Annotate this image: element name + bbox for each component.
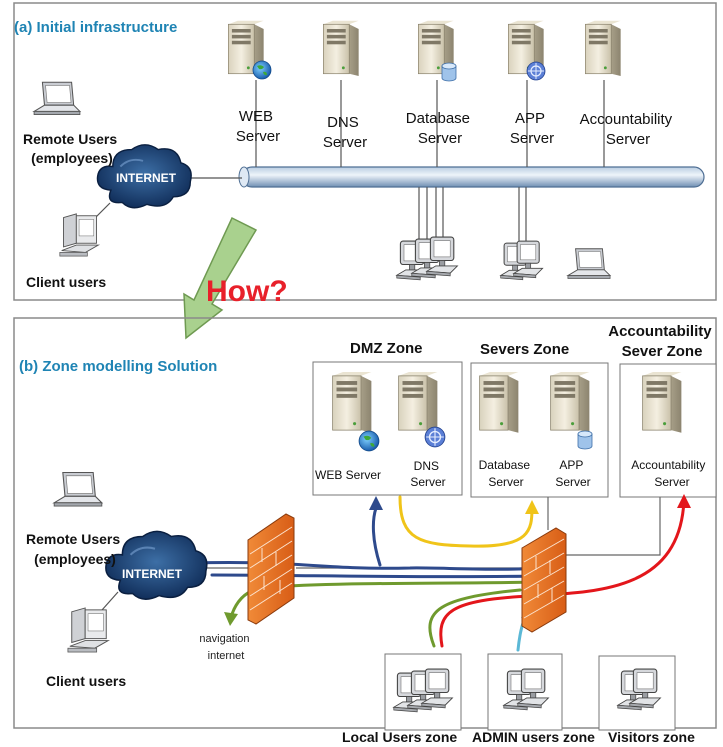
workstation-group-a1 xyxy=(396,236,458,281)
accountability-server-label-b: Accountability Server xyxy=(631,458,708,489)
local-users-workstations xyxy=(393,668,453,713)
internet-label-a: INTERNET xyxy=(116,171,177,185)
dns-server-label-a: DNS Server xyxy=(323,114,367,151)
app-server-a xyxy=(507,20,546,81)
local-users-zone-label: Local Users zone xyxy=(342,729,457,745)
flow-yellow xyxy=(398,495,534,548)
internet-label-b: INTERNET xyxy=(122,567,183,581)
servers-zone-title: Severs Zone xyxy=(480,341,569,358)
cloud-to-client-link-b xyxy=(101,591,119,611)
workstation-group-a2 xyxy=(500,240,544,281)
server-links xyxy=(255,80,605,167)
client-users-label-b: Client users xyxy=(46,673,126,689)
laptop-icon xyxy=(53,471,103,507)
globe-icon xyxy=(358,430,380,452)
database-server-a xyxy=(417,20,457,82)
navigation-internet-label: navigation internet xyxy=(199,633,252,662)
accountability-server-label-a: Accountability Server xyxy=(580,111,677,148)
panel-a-title: (a) Initial infrastructure xyxy=(14,19,177,36)
app-server-label-b: APP Server xyxy=(555,458,590,489)
web-server-label-a: WEB Server xyxy=(236,108,280,145)
arrow-up-red xyxy=(677,494,691,508)
how-arrow xyxy=(183,216,258,340)
database-server-label-a: Database Server xyxy=(406,110,474,147)
arrow-up-yellow xyxy=(525,500,539,514)
arrow-up-blue xyxy=(369,496,383,510)
panel-b-title: (b) Zone modelling Solution xyxy=(19,358,217,375)
workstation-links xyxy=(418,187,527,245)
visitors-zone-label: Visitors zone xyxy=(608,729,695,745)
admin-users-zone-label: ADMIN users zone xyxy=(472,729,595,745)
app-server-label-a: APP Server xyxy=(510,110,554,147)
flow-blue xyxy=(188,506,542,571)
how-label: How? xyxy=(206,275,288,308)
dns-server-label-b: DNS Server xyxy=(410,459,445,489)
database-icon xyxy=(577,430,593,450)
flow-green-nav xyxy=(230,580,542,616)
flow-green-local xyxy=(428,588,522,648)
dns-wheel-icon xyxy=(424,426,446,448)
database-server-label-b: Database Server xyxy=(479,458,534,489)
arrow-down-green xyxy=(224,612,238,626)
globe-icon xyxy=(252,60,272,80)
web-server-label-b: WEB Server xyxy=(315,468,381,482)
desktop-pc-icon xyxy=(67,607,109,653)
remote-users-label-b: Remote Users (employees) xyxy=(26,531,124,567)
panel-b-frame xyxy=(13,317,717,729)
dns-server-a xyxy=(322,20,360,77)
client-users-label-a: Client users xyxy=(26,274,106,290)
firewall-icon xyxy=(521,527,567,633)
firewall-icon xyxy=(247,513,295,625)
app-wheel-icon xyxy=(526,61,546,81)
network-backbone xyxy=(238,166,705,188)
accountability-server-b xyxy=(641,372,683,434)
database-icon xyxy=(441,62,457,82)
visitors-workstations xyxy=(617,668,661,711)
accountability-server-a xyxy=(584,20,622,77)
database-server-b xyxy=(478,372,520,434)
dmz-zone-title: DMZ Zone xyxy=(350,340,423,357)
remote-users-label-a: Remote Users (employees) xyxy=(23,131,121,166)
accountability-zone-title: Accountability Sever Zone xyxy=(608,323,716,360)
admin-users-workstations xyxy=(503,668,549,711)
